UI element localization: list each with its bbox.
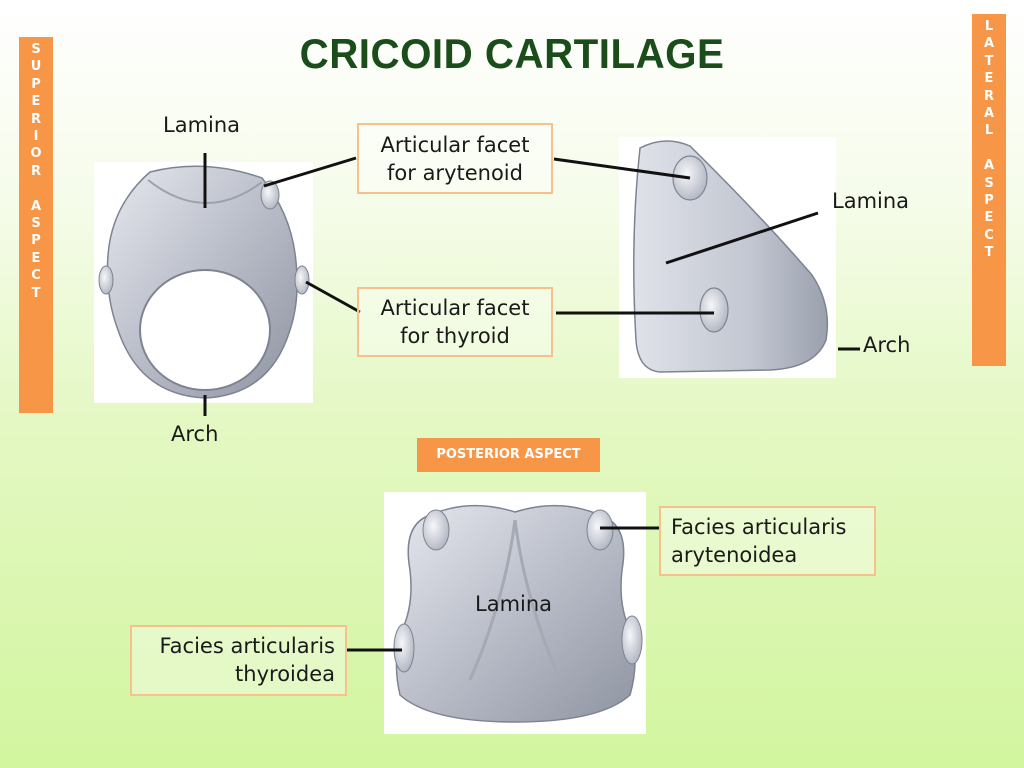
leader-lines <box>203 153 860 652</box>
superior-arch-label: Arch <box>171 422 219 446</box>
lateral-lamina-label: Lamina <box>832 189 910 213</box>
lateral-arch-label: Arch <box>863 333 911 357</box>
posterior-aspect-banner: POSTERIOR ASPECT <box>417 438 600 472</box>
slide-title: CRICOID CARTILAGE <box>299 30 725 77</box>
thyroid-facet-box: Articular facet for thyroid <box>357 287 553 357</box>
facies-thyroidea-box: Facies articularis thyroidea <box>130 625 347 696</box>
superior-lamina-label: Lamina <box>163 113 241 137</box>
posterior-view-cartilage <box>393 505 643 723</box>
superior-aspect-banner: S U P E R I O R A S P E C T <box>19 37 53 413</box>
lateral-aspect-banner: L A T E R A L A S P E C T <box>972 14 1006 366</box>
posterior-lamina-label: Lamina <box>475 592 553 616</box>
arytenoid-facet-box: Articular facet for arytenoid <box>357 123 553 194</box>
facies-arytenoidea-box: Facies articularis arytenoidea <box>659 506 876 576</box>
